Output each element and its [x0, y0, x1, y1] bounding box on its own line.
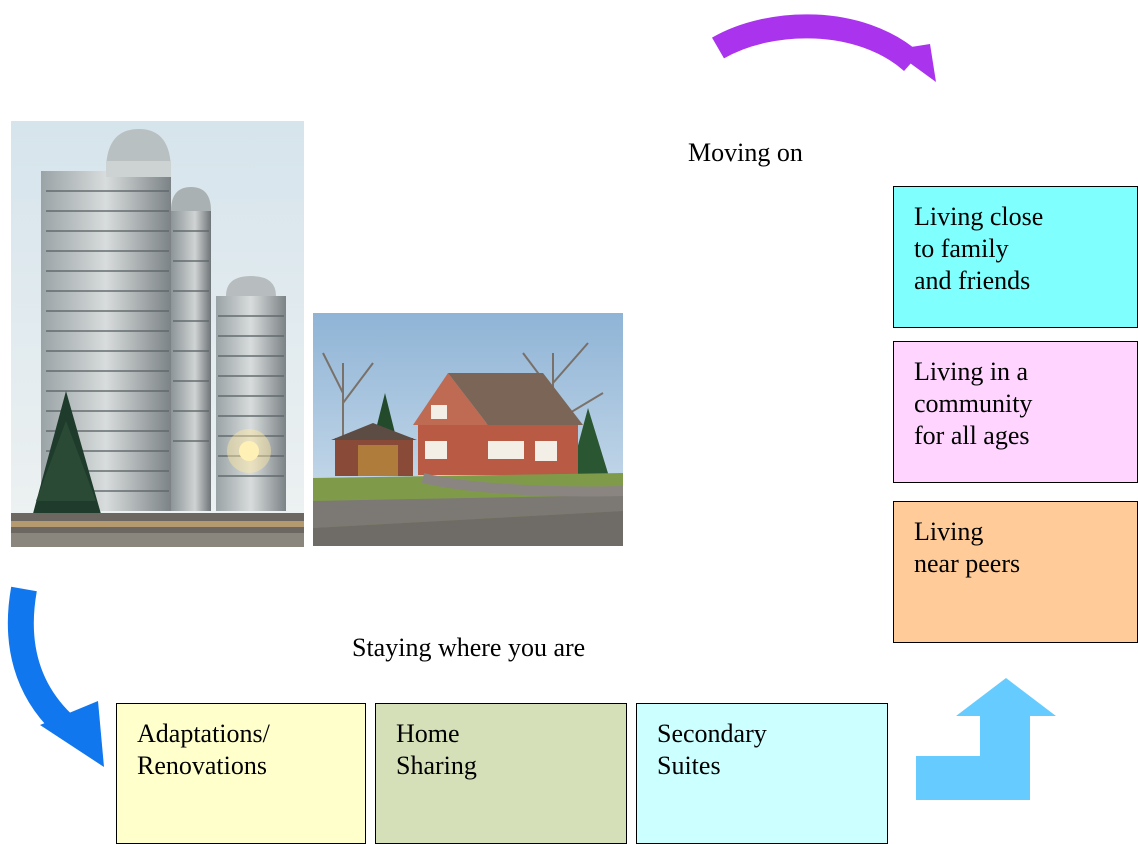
option-label: Living in a community for all ages	[914, 357, 1033, 450]
option-label: Living close to family and friends	[914, 202, 1044, 295]
option-box-close-to-family: Living close to family and friends	[893, 186, 1138, 328]
option-label: Home Sharing	[396, 719, 477, 780]
curved-arrow-down-icon	[7, 586, 104, 767]
staying-label: Staying where you are	[352, 633, 586, 662]
option-box-adaptations: Adaptations/ Renovations	[116, 703, 366, 844]
option-label: Adaptations/ Renovations	[137, 719, 270, 780]
apartment-tower-photo	[11, 121, 304, 547]
curved-arrow-icon	[712, 14, 936, 82]
option-box-community-all-ages: Living in a community for all ages	[893, 341, 1138, 483]
option-box-secondary-suites: Secondary Suites	[636, 703, 888, 844]
house-photo	[313, 313, 623, 546]
option-label: Living near peers	[914, 517, 1021, 578]
option-label: Secondary Suites	[657, 719, 767, 780]
option-box-near-peers: Living near peers	[893, 501, 1138, 643]
moving-on-label: Moving on	[688, 138, 803, 167]
bent-arrow-up-icon	[916, 678, 1056, 800]
option-box-home-sharing: Home Sharing	[375, 703, 627, 844]
